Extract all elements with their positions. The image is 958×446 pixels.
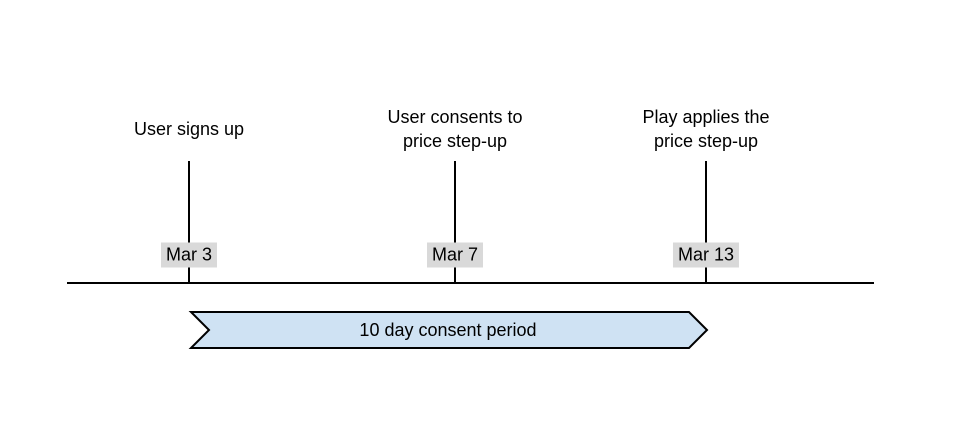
event-label-consent: User consents to price step-up xyxy=(387,105,522,153)
event-label-line: price step-up xyxy=(402,131,508,151)
event-label-apply: Play applies the price step-up xyxy=(642,105,769,153)
event-label-line: Play applies the xyxy=(642,107,770,127)
event-label-line: price step-up xyxy=(653,131,759,151)
event-label-line: User consents to xyxy=(387,107,523,127)
date-label-mar-13: Mar 13 xyxy=(672,242,740,268)
consent-period-arrow-shape xyxy=(188,311,709,349)
date-label-mar-3: Mar 3 xyxy=(160,242,218,268)
date-label-mar-7: Mar 7 xyxy=(426,242,484,268)
event-label-line: User signs up xyxy=(133,119,245,139)
consent-period-label: 10 day consent period xyxy=(359,320,537,340)
event-label-signup: User signs up xyxy=(134,117,244,141)
